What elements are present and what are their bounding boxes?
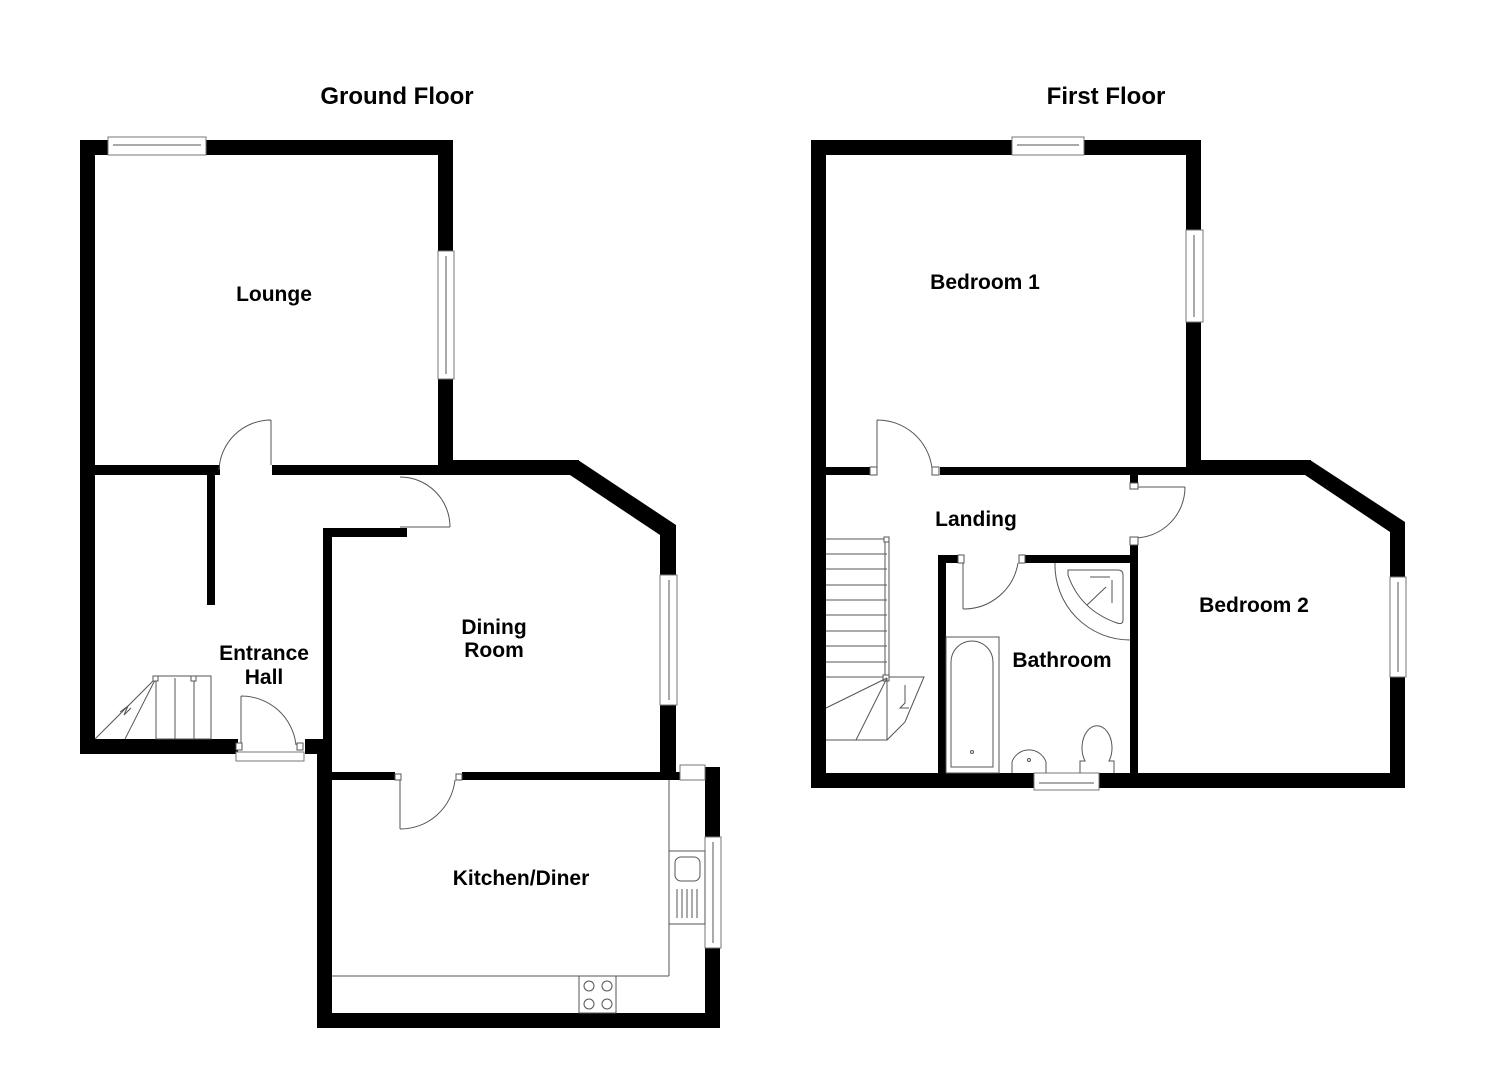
first-floor-doors [869,419,1186,610]
room-label-dining-room-line2: Room [464,639,524,662]
first-floor: First Floor [811,83,1407,791]
ground-floor-title: Ground Floor [320,83,473,110]
window-lounge-top [107,136,207,156]
toilet-icon [1079,725,1115,773]
shower-icon [1054,562,1131,641]
ground-floor: Ground Floor [80,83,722,1028]
sink-icon [668,850,706,925]
basin-icon [1011,749,1047,773]
window-kitchen-small [679,764,706,781]
door-lounge [218,419,272,471]
hob-icon [578,975,617,1014]
room-label-dining-room-line1: Dining [461,616,526,639]
ground-floor-walls [80,140,720,1028]
bath-icon [945,636,1000,774]
room-label-bedroom-2: Bedroom 2 [1199,594,1309,617]
room-label-entrance-hall-line2: Hall [245,666,284,689]
door-bathroom [962,562,1019,610]
room-label-landing: Landing [935,508,1017,531]
room-label-bedroom-1: Bedroom 1 [930,271,1040,294]
window-bedroom1-top [1011,136,1085,156]
front-door-threshold [235,751,305,762]
room-label-kitchen-diner: Kitchen/Diner [453,867,590,890]
ground-floor-windows [107,136,722,949]
first-floor-title: First Floor [1047,83,1166,110]
door-bedroom2 [1133,486,1186,539]
ground-floor-doors [218,419,463,830]
room-label-bathroom: Bathroom [1012,649,1111,672]
door-dining [399,476,451,528]
window-bathroom [1033,772,1100,791]
first-floor-windows [1011,136,1407,791]
first-floor-walls [811,140,1405,788]
door-kitchen [399,779,456,830]
front-door [240,695,297,746]
bathroom-fixtures [945,562,1131,774]
kitchen-fixtures [332,780,706,1014]
first-floor-stairs [825,536,925,741]
room-label-entrance-hall-line1: Entrance [219,642,309,665]
ground-floor-stairs [94,675,212,740]
room-label-lounge: Lounge [236,283,312,306]
door-bedroom1 [876,419,933,469]
